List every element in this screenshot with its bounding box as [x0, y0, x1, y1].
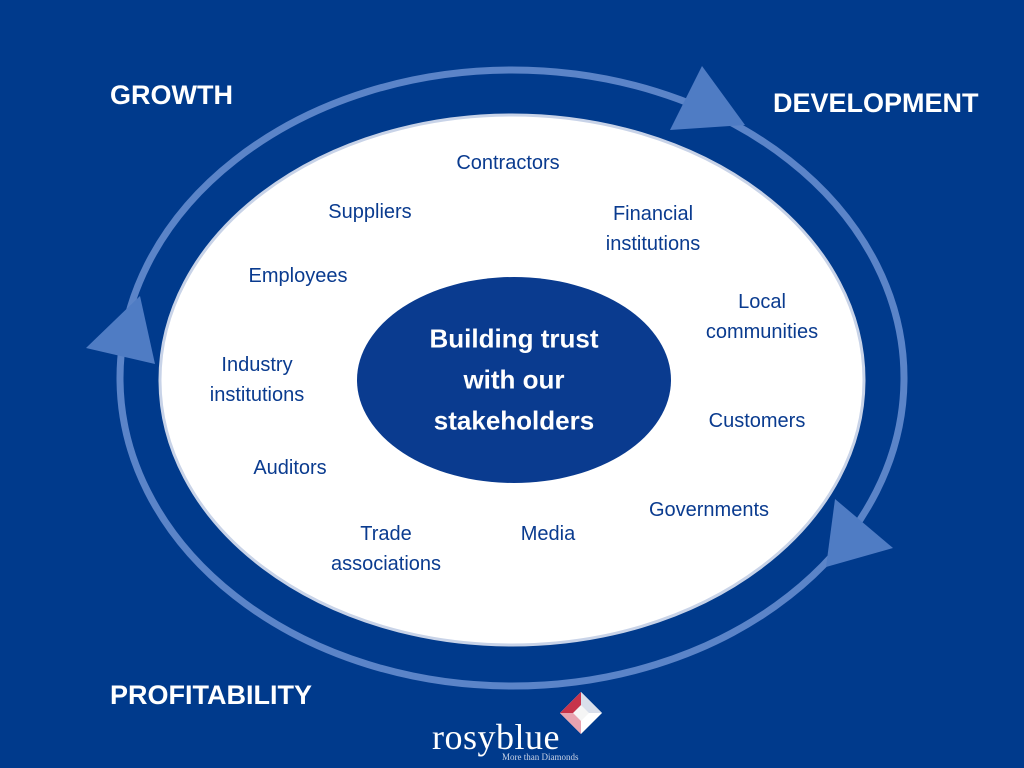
arrow-bottom-right-icon: [826, 499, 893, 567]
stakeholder-contractors: Contractors: [456, 152, 560, 174]
development-label: DEVELOPMENT: [773, 88, 979, 118]
stakeholder-employees: Employees: [248, 265, 348, 287]
stakeholder-auditors: Auditors: [253, 457, 327, 479]
stakeholder-local-communities: Local communities: [705, 291, 819, 343]
arrow-top-right-icon: [670, 66, 745, 130]
stakeholder-customers: Customers: [708, 410, 806, 432]
logo-wordmark: rosyblue: [432, 717, 560, 757]
outer-cycle-ring: [116, 66, 908, 690]
logo-tagline: More than Diamonds: [502, 752, 579, 762]
stakeholder-governments: Governments: [648, 499, 770, 521]
stakeholder-trade-associations: Trade associations: [330, 523, 442, 575]
center-message: Building trust with our stakeholders: [429, 323, 599, 436]
diamond-logo-icon: [560, 692, 602, 734]
stakeholder-suppliers: Suppliers: [328, 201, 412, 223]
growth-label: GROWTH: [110, 80, 233, 110]
profitability-label: PROFITABILITY: [110, 680, 312, 710]
center-ellipse: [357, 277, 671, 483]
stakeholder-industry-institutions: Industry institutions: [209, 354, 305, 406]
rosyblue-logo: rosyblue More than Diamonds: [430, 690, 610, 768]
arrow-left-icon: [86, 296, 155, 364]
stakeholder-financial-institutions: Financial institutions: [605, 203, 701, 255]
stakeholder-media: Media: [520, 523, 576, 545]
